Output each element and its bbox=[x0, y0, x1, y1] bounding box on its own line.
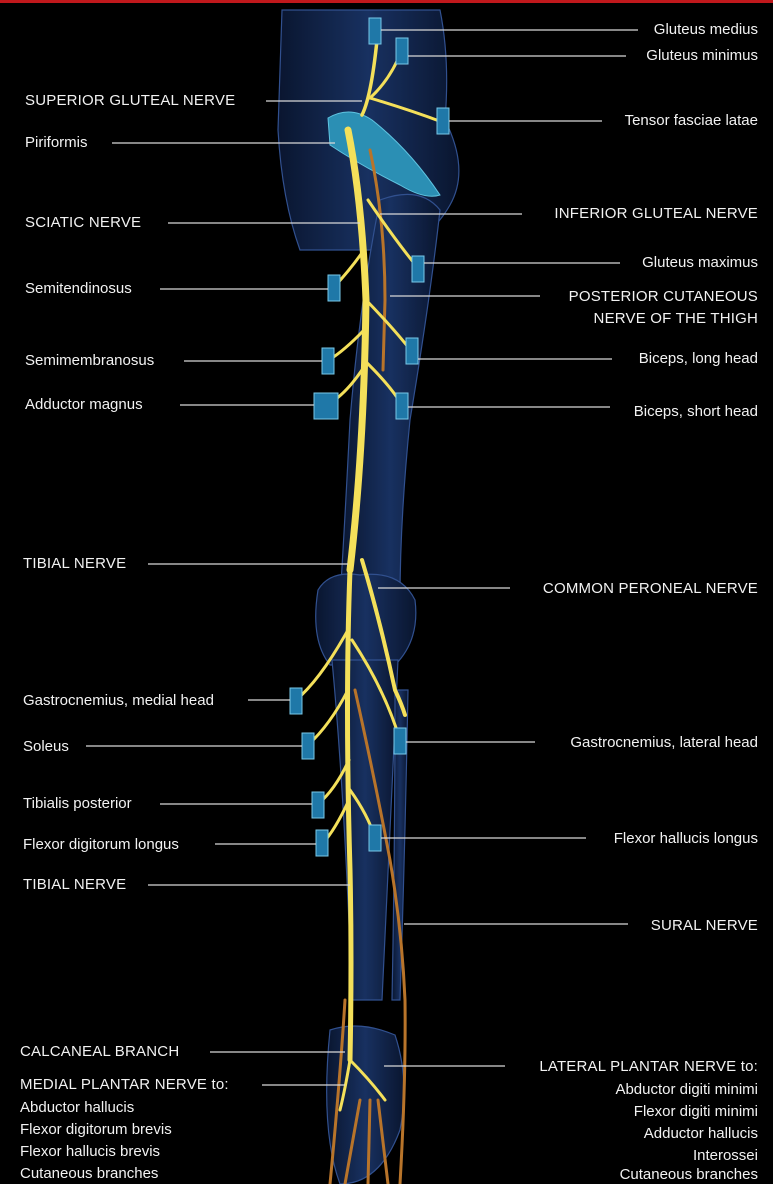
marker-tfl bbox=[437, 108, 449, 134]
label-semimembranosus: Semimembranosus bbox=[25, 352, 154, 370]
plantar-branch-2 bbox=[368, 1100, 370, 1184]
label-superior-gluteal-nerve: SUPERIOR GLUTEAL NERVE bbox=[25, 92, 235, 110]
label-medial-plantar-item: Abductor hallucis bbox=[20, 1099, 134, 1117]
label-gastrocnemius-lateral: Gastrocnemius, lateral head bbox=[570, 734, 758, 752]
label-medial-plantar-item: Cutaneous branches bbox=[20, 1165, 158, 1183]
tibial-trunk bbox=[348, 570, 352, 1060]
marker-biceps-short bbox=[396, 393, 408, 419]
marker-gluteus-medius bbox=[369, 18, 381, 44]
marker-adductor-magnus bbox=[314, 393, 338, 419]
label-calcaneal-branch: CALCANEAL BRANCH bbox=[20, 1043, 179, 1061]
marker-fdl bbox=[316, 830, 328, 856]
label-lateral-plantar-item: Interossei bbox=[693, 1147, 758, 1165]
label-piriformis: Piriformis bbox=[25, 134, 88, 152]
marker-soleus bbox=[302, 733, 314, 759]
label-medial-plantar-item: Flexor digitorum brevis bbox=[20, 1121, 172, 1139]
label-tibialis-posterior: Tibialis posterior bbox=[23, 795, 132, 813]
label-sural-nerve: SURAL NERVE bbox=[651, 917, 758, 935]
label-lateral-plantar-item: Flexor digiti minimi bbox=[634, 1103, 758, 1121]
label-gluteus-maximus: Gluteus maximus bbox=[642, 254, 758, 272]
label-tensor-fasciae-latae: Tensor fasciae latae bbox=[625, 112, 758, 130]
label-posterior-cutaneous-1: POSTERIOR CUTANEOUS bbox=[569, 288, 758, 306]
label-medial-plantar-title: MEDIAL PLANTAR NERVE to: bbox=[20, 1076, 229, 1094]
tibia-bone bbox=[332, 660, 398, 1000]
label-common-peroneal-nerve: COMMON PERONEAL NERVE bbox=[543, 580, 758, 598]
marker-biceps-long bbox=[406, 338, 418, 364]
marker-semimembranosus bbox=[322, 348, 334, 374]
label-lateral-plantar-item: Abductor digiti minimi bbox=[615, 1081, 758, 1099]
label-soleus: Soleus bbox=[23, 738, 69, 756]
label-lateral-plantar-item: Adductor hallucis bbox=[644, 1125, 758, 1143]
label-gluteus-medius: Gluteus medius bbox=[654, 21, 758, 39]
label-gluteus-minimus: Gluteus minimus bbox=[646, 47, 758, 65]
marker-gastrocnemius-lateral bbox=[394, 728, 406, 754]
label-tibial-nerve-lower: TIBIAL NERVE bbox=[23, 876, 126, 894]
marker-fhl bbox=[369, 825, 381, 851]
label-flexor-hallucis-longus: Flexor hallucis longus bbox=[614, 830, 758, 848]
label-lateral-plantar-title: LATERAL PLANTAR NERVE to: bbox=[539, 1058, 758, 1076]
label-sciatic-nerve: SCIATIC NERVE bbox=[25, 214, 141, 232]
label-biceps-short-head: Biceps, short head bbox=[634, 403, 758, 421]
label-medial-plantar-item: Flexor hallucis brevis bbox=[20, 1143, 160, 1161]
label-posterior-cutaneous-2: NERVE OF THE THIGH bbox=[594, 310, 758, 328]
label-adductor-magnus: Adductor magnus bbox=[25, 396, 143, 414]
label-flexor-digitorum-longus: Flexor digitorum longus bbox=[23, 836, 179, 854]
label-biceps-long-head: Biceps, long head bbox=[639, 350, 758, 368]
marker-gastrocnemius-medial bbox=[290, 688, 302, 714]
label-lateral-plantar-item: Cutaneous branches bbox=[620, 1166, 758, 1184]
label-gastrocnemius-medial: Gastrocnemius, medial head bbox=[23, 692, 214, 710]
label-inferior-gluteal-nerve: INFERIOR GLUTEAL NERVE bbox=[554, 205, 758, 223]
marker-gluteus-maximus bbox=[412, 256, 424, 282]
label-semitendinosus: Semitendinosus bbox=[25, 280, 132, 298]
label-tibial-nerve-upper: TIBIAL NERVE bbox=[23, 555, 126, 573]
marker-tibialis-posterior bbox=[312, 792, 324, 818]
marker-semitendinosus bbox=[328, 275, 340, 301]
marker-gluteus-minimus bbox=[396, 38, 408, 64]
